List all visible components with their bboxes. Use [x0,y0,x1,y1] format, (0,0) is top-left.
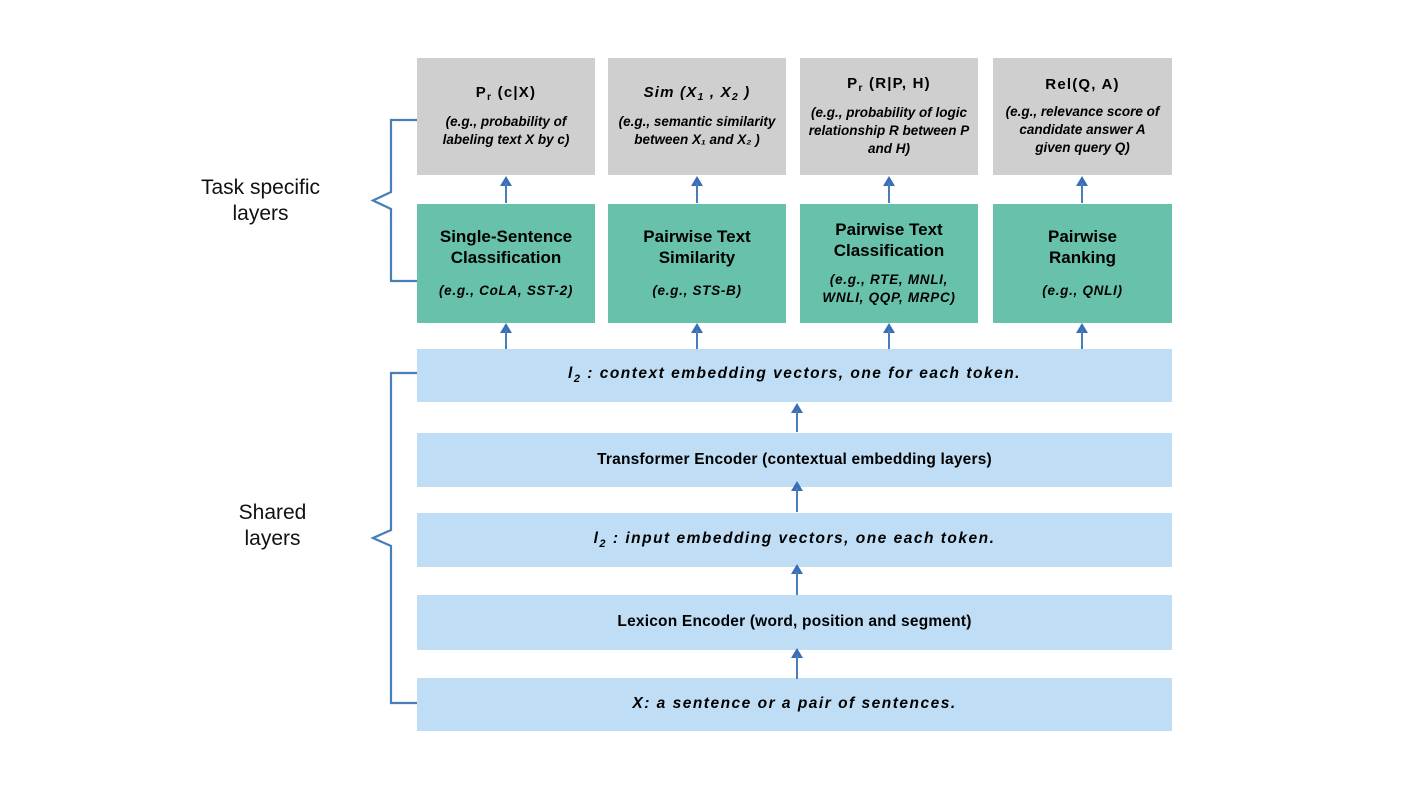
task-specific-layers-label: Task specific layers [200,176,321,225]
single-sentence-classification-task: Single-Sentence Classification (e.g., Co… [417,204,595,323]
output-description: (e.g., semantic similarity between X₁ an… [618,113,776,147]
shared-layers-label: Shared layers [238,501,307,550]
arrow-task-to-output-1 [499,176,513,203]
arrow-task-to-output-2 [690,176,704,203]
layer-label: Lexicon Encoder (word, position and segm… [617,613,972,631]
arrow-shared-to-task-1 [499,323,513,350]
task-title: Pairwise Ranking [1048,227,1117,267]
arrow-shared-to-task-4 [1075,323,1089,350]
pairwise-text-classification-output: Pr (R|P, H) (e.g., probability of logic … [800,58,978,175]
transformer-encoder-layer: Transformer Encoder (contextual embeddin… [417,433,1172,487]
output-formula: Rel(Q, A) [1045,76,1120,94]
shared-layers-brace [369,371,419,705]
task-title: Single-Sentence Classification [439,227,573,267]
task-datasets: (e.g., STS-B) [652,282,742,298]
output-description: (e.g., relevance score of candidate answ… [1005,103,1160,155]
layer-label: l2 : context embedding vectors, one for … [568,365,1021,386]
context-embedding-layer: l2 : context embedding vectors, one for … [417,349,1172,402]
layer-label: Transformer Encoder (contextual embeddin… [597,450,992,468]
pairwise-text-similarity-task: Pairwise Text Similarity (e.g., STS-B) [608,204,786,323]
output-description: (e.g., probability of labeling text X by… [442,113,570,147]
arrow-transformer-to-context [790,403,804,432]
arrow-sentence-to-lexicon [790,648,804,679]
task-datasets: (e.g., QNLI) [1042,282,1123,298]
single-sentence-classification-output: Pr (c|X) (e.g., probability of labeling … [417,58,595,175]
input-sentence-layer: X: a sentence or a pair of sentences. [417,678,1172,731]
layer-label: X: a sentence or a pair of sentences. [632,695,957,713]
pairwise-ranking-task: Pairwise Ranking (e.g., QNLI) [993,204,1172,323]
task-specific-brace [369,118,419,283]
pairwise-ranking-output: Rel(Q, A) (e.g., relevance score of cand… [993,58,1172,175]
output-formula: Pr (R|P, H) [847,75,931,95]
task-title: Pairwise Text Similarity [643,227,751,267]
pairwise-text-similarity-output: Sim (X1 , X2 ) (e.g., semantic similarit… [608,58,786,175]
arrow-task-to-output-3 [882,176,896,203]
input-embedding-layer: l2 : input embedding vectors, one each t… [417,513,1172,567]
arrow-input-embedding-to-transformer [790,481,804,512]
arrow-shared-to-task-3 [882,323,896,350]
output-formula: Pr (c|X) [475,84,537,104]
pairwise-text-classification-task: Pairwise Text Classification (e.g., RTE,… [800,204,978,323]
arrow-lexicon-to-input-embedding [790,564,804,595]
arrow-task-to-output-4 [1075,176,1089,203]
lexicon-encoder-layer: Lexicon Encoder (word, position and segm… [417,595,1172,650]
task-title: Pairwise Text Classification [833,220,945,260]
task-datasets: (e.g., RTE, MNLI, WNLI, QQP, MRPC) [822,271,956,305]
output-formula: Sim (X1 , X2 ) [643,84,751,104]
output-description: (e.g., probability of logic relationship… [808,104,970,156]
arrow-shared-to-task-2 [690,323,704,350]
task-datasets: (e.g., CoLA, SST-2) [438,282,574,298]
layer-label: l2 : input embedding vectors, one each t… [593,529,996,550]
